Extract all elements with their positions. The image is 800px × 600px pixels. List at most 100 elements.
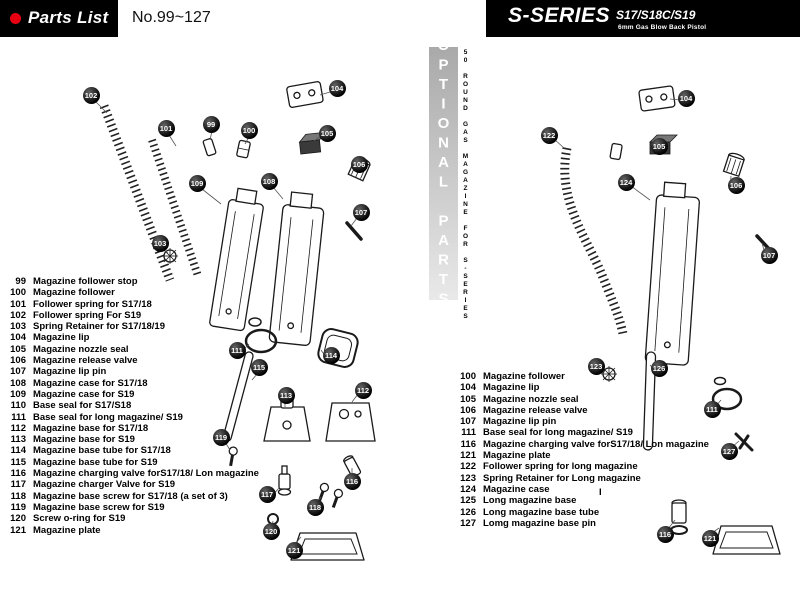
part-description: Magazine lip — [483, 382, 540, 394]
part-description: Lomg magazine base pin — [483, 517, 596, 529]
part-description: Follower spring for long magazine — [483, 461, 638, 473]
part-description: Magazine plate — [33, 524, 101, 536]
part-description: Follower spring For S19 — [33, 309, 142, 321]
part-release-valve-106r — [722, 152, 745, 177]
part-callout-124: 124 — [617, 173, 635, 191]
part-number: 119 — [10, 501, 26, 513]
part-number: 101 — [10, 298, 26, 310]
part-number: 126 — [460, 506, 476, 518]
part-number: 104 — [10, 332, 26, 344]
stray-mark: I — [599, 487, 602, 498]
part-callout-103: 103 — [151, 234, 169, 252]
part-callout-106: 106 — [350, 155, 368, 173]
part-callout-126: 126 — [650, 359, 668, 377]
part-number: 118 — [10, 490, 26, 502]
part-description: Magazine case for S17/18 — [33, 377, 148, 389]
part-number: 99 — [15, 276, 26, 287]
part-magazine-case-109 — [209, 187, 264, 332]
parts-list-row: 106 Magazine release valve — [6, 355, 446, 366]
part-description: Magazine follower — [33, 287, 115, 299]
part-description: Base seal for long magazine/ S19 — [33, 411, 183, 423]
header-white-panel — [118, 0, 486, 37]
part-description: Magazine base for S19 — [33, 434, 135, 446]
part-description: Magazine nozzle seal — [33, 343, 129, 355]
part-description: Magazine lip pin — [33, 366, 107, 378]
part-callout-112: 112 — [354, 381, 372, 399]
part-callout-111: 111 — [703, 400, 721, 418]
part-description: Base seal for long magazine/ S19 — [483, 427, 633, 439]
part-magazine-case-108 — [268, 191, 325, 346]
parts-list-row: 104 Magazine lip — [456, 382, 796, 393]
part-callout-105: 105 — [650, 137, 668, 155]
part-callout-117: 117 — [258, 485, 276, 503]
part-callout-111: 111 — [228, 341, 246, 359]
part-callout-104: 104 — [328, 79, 346, 97]
part-description: Screw o-ring for S19 — [33, 513, 126, 525]
part-number: 100 — [10, 287, 26, 299]
part-spring-retainer-123 — [601, 366, 617, 382]
part-callout-119: 119 — [212, 428, 230, 446]
part-base-screw-118b — [331, 488, 344, 509]
part-description: Magazine case — [483, 483, 550, 495]
part-number: 116 — [460, 438, 476, 450]
part-description: Magazine release valve — [483, 404, 588, 416]
part-follower-stop-99 — [202, 138, 217, 157]
parts-list-row: 100 Magazine follower — [456, 371, 796, 382]
part-callout-108: 108 — [260, 172, 278, 190]
part-number: 115 — [10, 456, 26, 468]
page-title: Parts List — [28, 8, 109, 27]
part-number: 116 — [10, 468, 26, 480]
part-callout-99: 99 — [202, 115, 220, 133]
part-description: Magazine base screw for S17/18 (a set of… — [33, 490, 228, 502]
part-long-base-tube-126 — [642, 351, 657, 451]
red-bullet-icon — [10, 13, 21, 24]
part-number: 104 — [460, 382, 476, 394]
part-number: 120 — [10, 513, 26, 525]
parts-list-row: 119 Magazine base screw for S19 — [6, 502, 446, 513]
part-callout-101: 101 — [157, 119, 175, 137]
part-description: Long magazine base — [483, 495, 577, 507]
part-charger-valve-117 — [277, 465, 292, 496]
part-description: Magazine base screw for S19 — [33, 501, 165, 513]
part-callout-120: 120 — [262, 522, 280, 540]
part-description: Magazine lip — [33, 332, 90, 344]
part-long-magazine-case-124 — [644, 181, 700, 366]
part-number: 117 — [10, 479, 26, 491]
part-number: 100 — [460, 371, 476, 382]
part-callout-109: 109 — [188, 174, 206, 192]
part-description: Magazine lip pin — [483, 416, 557, 428]
part-callout-107: 107 — [352, 203, 370, 221]
part-description: Long magazine base tube — [483, 506, 600, 518]
part-callout-121: 121 — [285, 541, 303, 559]
part-callout-116: 116 — [343, 472, 361, 490]
part-description: Magazine release valve — [33, 355, 138, 367]
part-long-follower-spring-122 — [560, 147, 628, 335]
part-callout-104: 104 — [677, 89, 695, 107]
part-number: 123 — [460, 472, 476, 484]
part-number: 106 — [10, 355, 26, 367]
page-header: Parts List No.99~127 S-SERIES S17/S18C/S… — [0, 0, 800, 37]
parts-list-row: 120 Screw o-ring for S19 — [6, 513, 446, 524]
part-number: 122 — [460, 461, 476, 473]
part-callout-118: 118 — [306, 498, 324, 516]
optional-parts-label: OPTIONAL PARTS — [435, 37, 452, 310]
part-callout-114: 114 — [322, 346, 340, 364]
part-number: 105 — [460, 393, 476, 405]
part-description: Magazine follower — [483, 371, 565, 382]
part-number: 112 — [10, 422, 26, 434]
